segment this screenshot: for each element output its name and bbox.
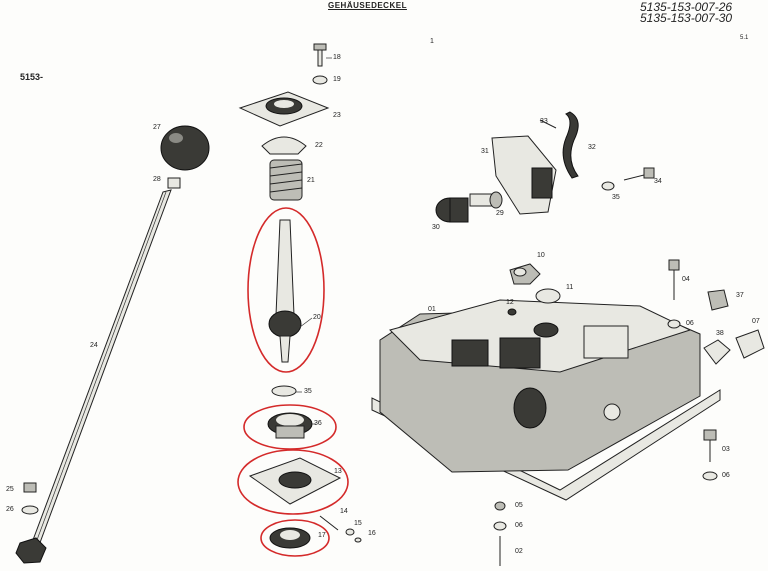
callout-19: 19 xyxy=(333,76,341,83)
callout-26: 26 xyxy=(6,506,14,513)
callout-03: 03 xyxy=(722,446,730,453)
lever-32 xyxy=(562,111,579,179)
group-label: 5153- xyxy=(20,72,44,82)
highlight-circle-36 xyxy=(243,404,337,450)
callout-04: 04 xyxy=(682,276,690,283)
callout-07: 07 xyxy=(752,318,760,325)
callout-34: 34 xyxy=(654,178,662,185)
callout-31: 31 xyxy=(481,148,489,155)
stud-02 xyxy=(493,501,507,566)
callout-18: 18 xyxy=(333,54,341,61)
callout-02: 02 xyxy=(515,548,523,555)
callout-20: 20 xyxy=(313,314,321,321)
callout-32: 32 xyxy=(588,144,596,151)
nut-37 xyxy=(707,289,729,311)
callout-22: 22 xyxy=(315,142,323,149)
shift-lever-20 xyxy=(268,219,302,363)
callout-21: 21 xyxy=(307,177,315,184)
callout-17: 17 xyxy=(318,532,326,539)
pin-33 xyxy=(539,119,557,129)
callout-10: 10 xyxy=(537,252,545,259)
callout-06b: 06 xyxy=(722,472,730,479)
shift-knob xyxy=(160,125,210,189)
bolt-34 xyxy=(601,167,655,191)
spring-21 xyxy=(269,159,303,201)
pin-12 xyxy=(507,308,517,316)
plate-13 xyxy=(248,457,342,505)
rod-end-nut xyxy=(15,482,47,564)
callout-36: 36 xyxy=(314,420,322,427)
callout-28: 28 xyxy=(153,176,161,183)
callout-11: 11 xyxy=(566,284,574,291)
cup-22 xyxy=(261,136,307,155)
callout-05: 05 xyxy=(515,502,523,509)
callout-38: 38 xyxy=(716,330,724,337)
callout-27: 27 xyxy=(153,124,161,131)
callout-29: 29 xyxy=(496,210,504,217)
callout-06a: 06 xyxy=(686,320,694,327)
corner-mark: 5.1 xyxy=(740,35,749,41)
washer-11 xyxy=(535,288,561,304)
part-code-1: 5135-153-007-26 xyxy=(640,0,733,14)
gasket-38 xyxy=(703,339,731,365)
callout-1: 1 xyxy=(430,38,434,45)
callout-01: 01 xyxy=(428,306,436,313)
ring-35 xyxy=(271,385,297,397)
callout-14: 14 xyxy=(340,508,348,515)
bolt-04 xyxy=(668,259,680,300)
callout-35b: 35 xyxy=(612,194,620,201)
callout-16: 16 xyxy=(368,530,376,537)
callout-13: 13 xyxy=(334,468,342,475)
callout-37: 37 xyxy=(736,292,744,299)
diagram-title: GEHÄUSEDECKEL xyxy=(328,1,407,10)
housing-cover xyxy=(371,299,721,501)
callout-23: 23 xyxy=(333,112,341,119)
callout-25: 25 xyxy=(6,486,14,493)
bolt-18 xyxy=(313,43,327,67)
gear-lever-rod xyxy=(29,189,172,549)
callout-24: 24 xyxy=(90,342,98,349)
washer-19 xyxy=(312,75,328,85)
callout-06c: 06 xyxy=(515,522,523,529)
highlight-circle-17 xyxy=(260,519,330,557)
washer-06a xyxy=(667,319,681,329)
bushing-36 xyxy=(267,412,313,439)
part-code-2: 5135-153-007-30 xyxy=(640,11,733,25)
plug-07 xyxy=(735,329,765,359)
callout-15: 15 xyxy=(354,520,362,527)
callout-12: 12 xyxy=(506,299,514,306)
bracket-31 xyxy=(491,135,557,215)
highlight-circle-13 xyxy=(237,449,349,515)
flange-cover-23 xyxy=(238,91,330,127)
screw-14 xyxy=(319,515,362,543)
nut-10 xyxy=(509,263,541,285)
highlight-circle-20 xyxy=(247,207,325,373)
washer-06b xyxy=(702,471,718,481)
callout-33: 33 xyxy=(540,118,548,125)
cap-17 xyxy=(269,527,311,549)
callout-35: 35 xyxy=(304,388,312,395)
plug-30 xyxy=(435,197,469,223)
plunger-29 xyxy=(469,191,503,209)
callout-30: 30 xyxy=(432,224,440,231)
bolt-03 xyxy=(703,429,717,462)
